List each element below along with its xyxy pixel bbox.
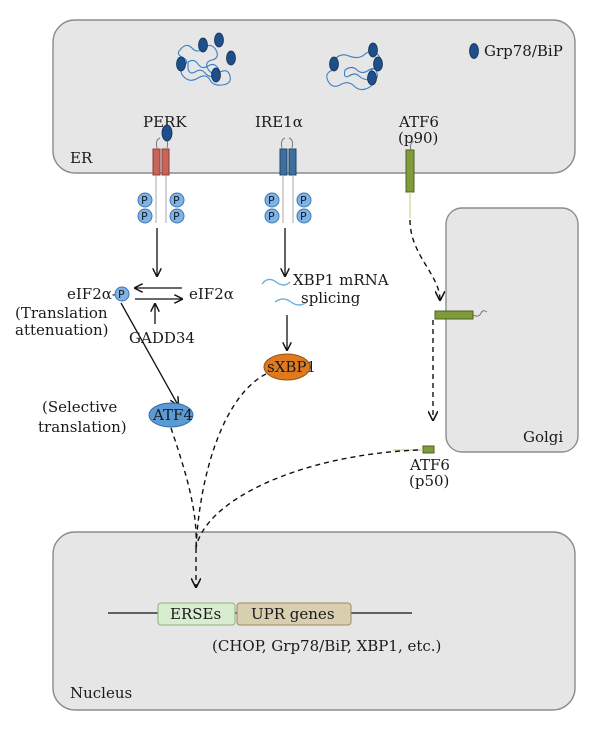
perk-phosphates: P P P P <box>137 192 185 224</box>
ire1-sensor: IRE1α P P P P <box>255 113 312 224</box>
svg-text:P: P <box>141 194 148 207</box>
translation-attenuation-line2: attenuation) <box>15 321 109 339</box>
upr-genes-box <box>236 602 352 626</box>
nucleus-label: Nucleus <box>70 684 132 702</box>
upr-genes-label: UPR genes <box>251 605 335 623</box>
legend: Grp78/BiP <box>469 42 563 60</box>
atf6-p90-label: (p90) <box>398 129 438 147</box>
perk-branch: eIF2α- P eIF2α (Translation attenuation)… <box>15 228 234 436</box>
xbp1-mrna-icon <box>261 278 291 286</box>
erses-box <box>157 602 236 626</box>
bip-molecule <box>367 70 377 86</box>
svg-text:P: P <box>173 194 180 207</box>
atf6-sensor: ATF6 (p90) <box>398 113 439 218</box>
gadd34-label: GADD34 <box>129 329 195 347</box>
bip-molecule <box>211 67 221 83</box>
atf4-label: ATF4 <box>152 406 193 424</box>
svg-text:P: P <box>268 194 275 207</box>
xbp1-mrna-icon <box>274 298 308 306</box>
target-genes-label: (CHOP, Grp78/BiP, XBP1, etc.) <box>212 637 441 655</box>
sxbp1-node <box>263 353 311 381</box>
atf4-node <box>148 402 194 428</box>
svg-text:P: P <box>173 210 180 223</box>
selective-translation-line2: translation) <box>38 418 127 436</box>
erses-label: ERSEs <box>170 605 221 623</box>
nuclear-translocation-paths <box>170 373 419 587</box>
eif2a-label: eIF2α <box>189 285 234 303</box>
translation-attenuation-line1: (Translation <box>15 304 108 322</box>
ire1-branch: XBP1 mRNA splicing sXBP1 <box>261 228 389 381</box>
legend-bip-label: Grp78/BiP <box>484 42 563 60</box>
ire1-phosphates: P P P P <box>264 192 312 224</box>
svg-text:P: P <box>268 210 275 223</box>
atf6-branch: ATF6 (p50) <box>393 219 488 490</box>
perk-label: PERK <box>143 113 187 131</box>
bip-molecule <box>368 42 378 58</box>
bip-molecule <box>214 32 224 48</box>
unfolded-protein-cluster-1 <box>176 32 236 86</box>
bip-bound-perk <box>161 124 173 142</box>
unfolded-protein-cluster-2 <box>326 42 383 91</box>
perk-sensor: PERK P P P P <box>137 113 187 224</box>
svg-text:P: P <box>300 210 307 223</box>
ire1-label: IRE1α <box>255 113 303 131</box>
atf6-label: ATF6 <box>398 113 439 131</box>
selective-translation-line1: (Selective <box>42 398 117 416</box>
atf6-p50-label2: (p50) <box>409 472 449 490</box>
er-label: ER <box>70 149 93 167</box>
golgi-label: Golgi <box>523 428 563 446</box>
bip-molecule <box>226 50 236 66</box>
atf6-p50-label1: ATF6 <box>409 456 450 474</box>
eif2a-p-label: eIF2α- <box>67 285 117 303</box>
xbp1-splicing-line1: XBP1 mRNA <box>293 271 389 289</box>
svg-text:P: P <box>300 194 307 207</box>
svg-text:P: P <box>141 210 148 223</box>
eif2a-phosphate <box>114 286 130 302</box>
sxbp1-label: sXBP1 <box>267 358 316 376</box>
bip-molecule <box>176 56 186 72</box>
golgi-compartment: Golgi <box>445 207 579 453</box>
bip-molecule <box>329 56 339 72</box>
atf4-translation-arrow <box>120 302 178 405</box>
nucleus-content: ERSEs UPR genes (CHOP, Grp78/BiP, XBP1, … <box>108 602 441 655</box>
bip-legend-icon <box>469 43 479 59</box>
bip-molecule <box>373 56 383 72</box>
xbp1-splicing-line2: splicing <box>301 289 361 307</box>
svg-text:P: P <box>118 288 125 301</box>
atf6-golgi <box>434 310 474 320</box>
bip-molecule <box>198 37 208 53</box>
atf6-p50-fragment <box>422 445 435 454</box>
